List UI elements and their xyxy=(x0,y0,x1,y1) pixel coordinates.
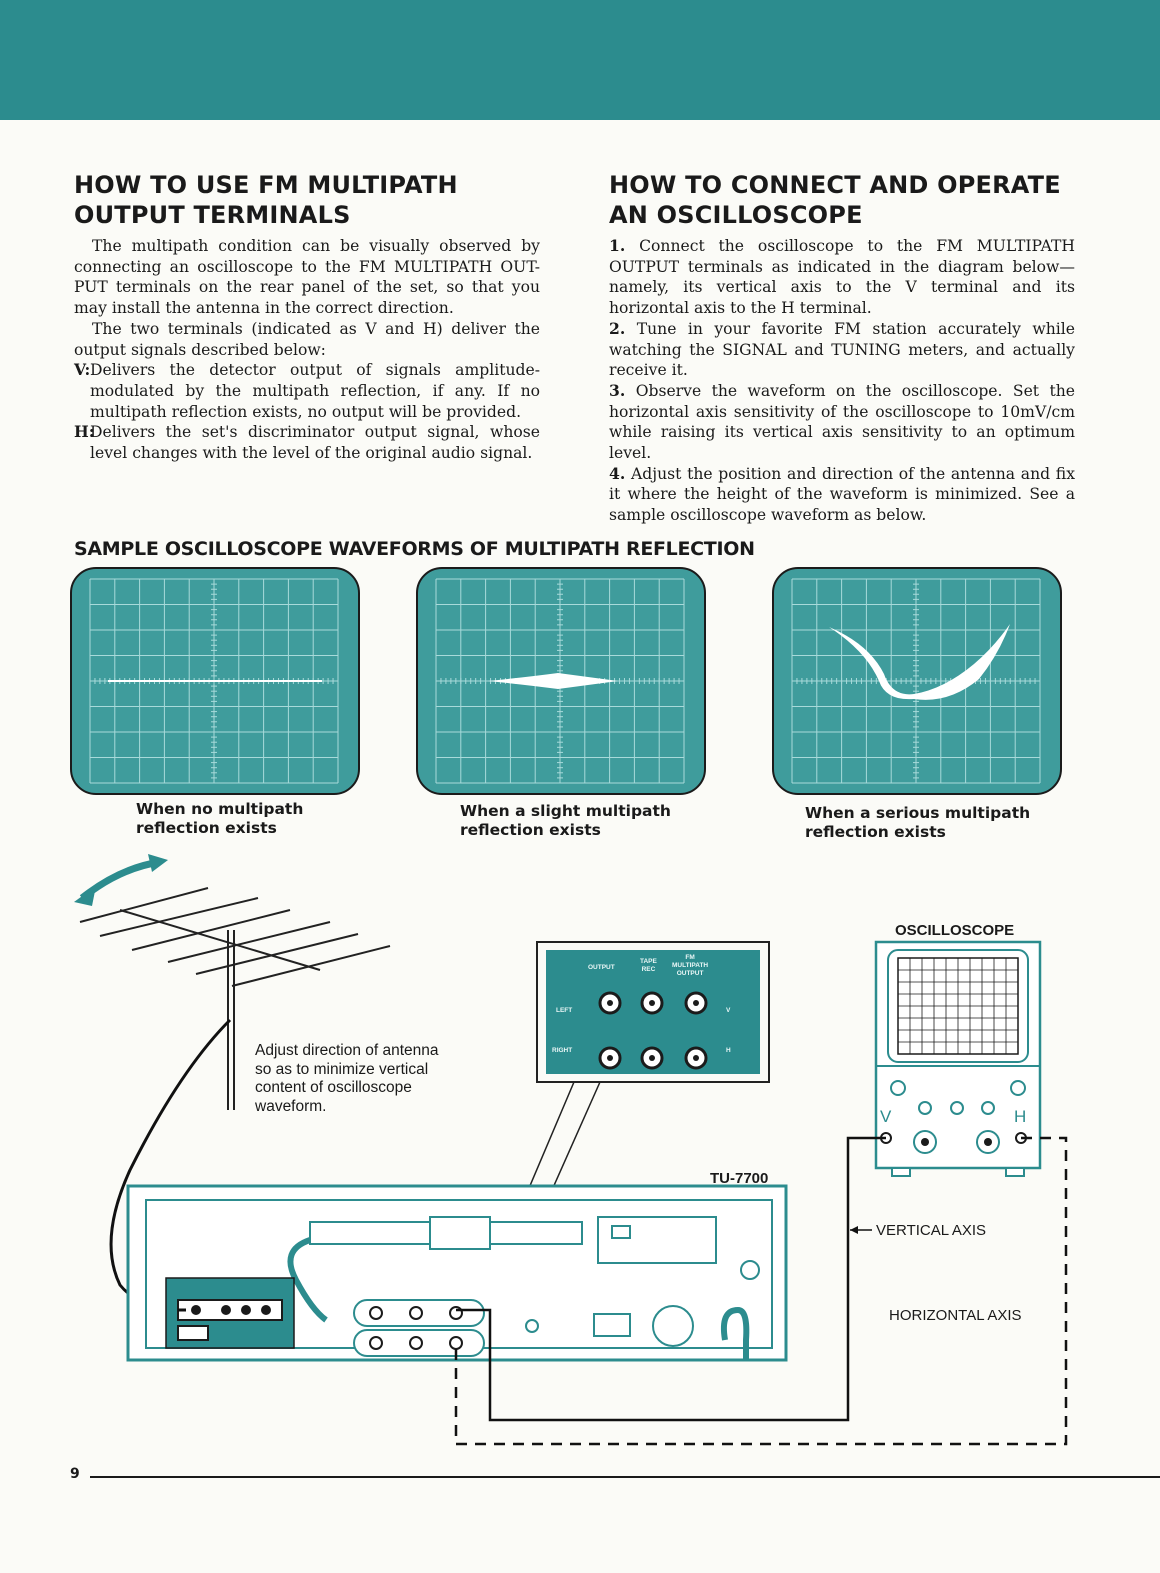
cord-clamp xyxy=(429,1216,491,1250)
left-paragraph-1: The multipath condition can be visually … xyxy=(74,237,540,318)
right-heading-line1: HOW TO CONNECT AND OPERATE xyxy=(609,171,1061,199)
step-2-text: Tune in your favorite FM station accurat… xyxy=(609,319,1075,380)
connection-diagram xyxy=(74,854,1068,1446)
cord-grommet xyxy=(652,1305,694,1347)
panel-label-h: H xyxy=(726,1047,731,1054)
output-jack-row-bottom xyxy=(353,1329,485,1357)
panel-label-left: LEFT xyxy=(556,1007,573,1014)
power-cord xyxy=(720,1306,750,1360)
panel-label-multipath: MULTIPATH xyxy=(672,962,709,969)
antenna-switch xyxy=(177,1325,209,1341)
v-description: V:Delivers the detector output of signal… xyxy=(74,360,540,422)
panel-label-tape: TAPE xyxy=(640,958,657,965)
waveform-slight-graphic xyxy=(435,578,685,784)
oscilloscope-foot-right xyxy=(1005,1167,1025,1177)
step-3-text: Observe the waveform on the oscilloscope… xyxy=(609,381,1075,463)
output-jack-row-top xyxy=(353,1299,485,1327)
distorted-trace xyxy=(829,624,1010,700)
panel-callout-frame xyxy=(536,941,770,1083)
right-heading-line2: AN OSCILLOSCOPE xyxy=(609,201,863,229)
label-plate xyxy=(597,1216,717,1264)
rotate-arrow-head-left xyxy=(74,886,96,906)
v-terminal-label: V xyxy=(880,1107,892,1126)
left-paragraph-2: The two terminals (indicated as V and H)… xyxy=(74,319,540,359)
left-heading-line1: HOW TO USE FM MULTIPATH xyxy=(74,171,458,199)
label-slot xyxy=(611,1225,631,1239)
antenna-note-line1: Adjust direction of antenna xyxy=(255,1042,439,1059)
vertical-axis-cable xyxy=(456,1136,886,1422)
step-1: 1. Connect the oscilloscope to the FM MU… xyxy=(609,236,1075,319)
section-title: SAMPLE OSCILLOSCOPE WAVEFORMS OF MULTIPA… xyxy=(74,538,755,560)
step-1-number: 1. xyxy=(609,236,626,255)
horizontal-axis-cable xyxy=(454,1136,1068,1446)
step-3-number: 3. xyxy=(609,380,626,400)
waveform-screen-none xyxy=(70,567,360,795)
panel-label-output-2: OUTPUT xyxy=(676,970,704,977)
horizontal-axis-label: HORIZONTAL AXIS xyxy=(889,1307,1022,1324)
caption-slight-line1: When a slight multipath xyxy=(460,802,671,820)
panel-label-v: V xyxy=(726,1007,731,1014)
antenna-note-line2: so as to minimize vertical xyxy=(255,1060,429,1078)
header-band xyxy=(0,0,1160,120)
oscilloscope-knobs xyxy=(890,1080,1026,1154)
h-label: H: xyxy=(74,422,95,442)
step-4: 4. Adjust the position and direction of … xyxy=(609,464,1075,526)
caption-none-line2: reflection exists xyxy=(136,819,277,837)
waveform-serious-graphic xyxy=(791,578,1041,784)
h-text: Delivers the set's discriminator output … xyxy=(90,423,540,463)
panel-label-right: RIGHT xyxy=(552,1047,573,1054)
step-4-text: Adjust the position and direction of the… xyxy=(609,464,1075,525)
waveform-screen-slight xyxy=(416,567,706,795)
page-number: 9 xyxy=(70,1466,80,1482)
caption-slight-line2: reflection exists xyxy=(460,821,601,839)
caption-serious-line1: When a serious multipath xyxy=(805,804,1031,822)
waveform-none-graphic xyxy=(89,578,339,784)
v-text: Delivers the detector output of signals … xyxy=(90,361,540,421)
antenna-note-line3: content of oscilloscope xyxy=(255,1079,412,1096)
antenna-note-line4: waveform. xyxy=(255,1097,327,1115)
rotate-arrow-head-right xyxy=(148,854,168,872)
step-3: 3. Observe the waveform on the oscillosc… xyxy=(609,381,1075,464)
step-4-number: 4. xyxy=(609,463,626,483)
caption-serious-line2: reflection exists xyxy=(805,823,946,841)
oscilloscope-label: OSCILLOSCOPE xyxy=(895,922,1015,939)
caption-none-line1: When no multipath xyxy=(136,800,304,818)
left-heading-line2: OUTPUT TERMINALS xyxy=(74,201,351,229)
vertical-axis-label: VERTICAL AXIS xyxy=(876,1222,987,1239)
ac-outlet-icon xyxy=(593,1313,631,1337)
ground-screw-icon xyxy=(740,1260,760,1280)
step-2-number: 2. xyxy=(609,318,626,338)
fuse-icon xyxy=(525,1319,539,1333)
step-2: 2. Tune in your favorite FM station accu… xyxy=(609,319,1075,381)
h-terminal-label: H xyxy=(1014,1107,1027,1126)
antenna-note: Adjust direction of antenna so as to min… xyxy=(255,1042,439,1116)
v-label: V: xyxy=(74,360,91,380)
h-description: H:Delivers the set's discriminator outpu… xyxy=(74,422,540,463)
model-label: TU-7700 xyxy=(710,1170,769,1187)
panel-label-fm: FM xyxy=(685,954,695,961)
oscilloscope-foot-left xyxy=(891,1167,911,1177)
step-1-text: Connect the oscilloscope to the FM MULTI… xyxy=(609,237,1075,318)
footer-rule xyxy=(90,1476,1160,1478)
panel-label-output: OUTPUT xyxy=(588,964,615,971)
vertical-axis-pointer-head xyxy=(850,1226,858,1234)
waveform-screen-serious xyxy=(772,567,1062,795)
panel-label-rec: REC xyxy=(641,966,656,973)
thin-trace xyxy=(488,673,618,689)
internal-wire xyxy=(287,1237,328,1323)
